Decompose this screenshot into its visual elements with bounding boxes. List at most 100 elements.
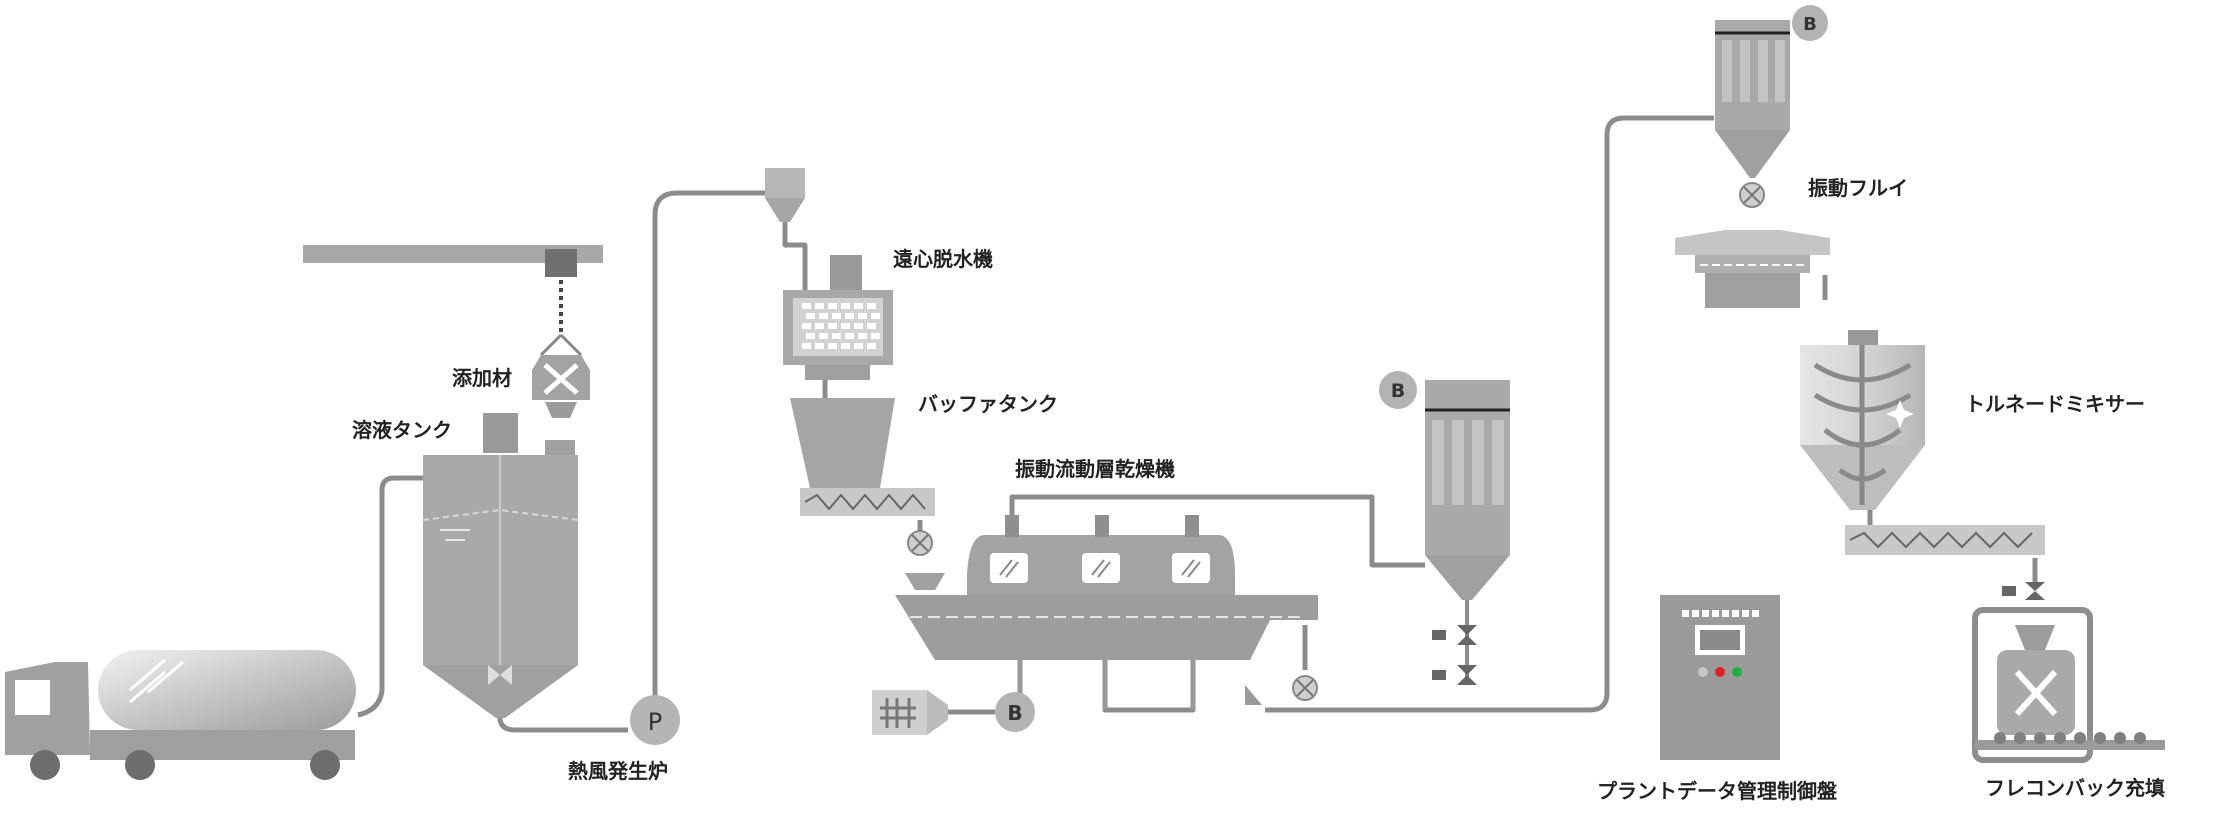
window-glare: [999, 559, 1201, 578]
label-hot-air-furnace: 熱風発生炉: [568, 759, 668, 783]
conveyor-roller: [2054, 732, 2066, 744]
roller-conveyor-rollers: [1994, 732, 2146, 744]
discharge-screw-wave: [1849, 531, 2033, 549]
basket-cell: [845, 333, 854, 339]
lamp-red: [1715, 667, 1725, 677]
dryer-exhaust-ports: [1005, 515, 1199, 537]
panel-meter: [1742, 610, 1749, 617]
centrifuge-motor: [830, 255, 862, 290]
mixer-motor: [1848, 330, 1878, 345]
label-vibrating-sieve: 振動フルイ: [1808, 176, 1908, 200]
sieve-base: [1705, 273, 1800, 308]
dryer-discharge-chute: [1245, 685, 1262, 705]
flexible-container-filling: [1972, 607, 2165, 763]
panel-meter: [1692, 610, 1699, 617]
bag-filter-1: B: [1379, 371, 1510, 685]
pipe-tank-to-furnace: [497, 690, 628, 733]
tank-stirrer: [488, 665, 512, 685]
pipe-cyclone-to-centrifuge: [782, 222, 808, 300]
truck-tank-shine: [129, 658, 184, 704]
bag-filter-2: B: [1715, 5, 1828, 208]
basket-cell: [806, 313, 815, 319]
additive-x-icon: [543, 363, 579, 395]
vibrating-sieve: [1675, 230, 1830, 308]
pipe-truck-to-tank: [357, 475, 428, 718]
basket-cell: [841, 323, 850, 329]
control-panel-body: [1660, 595, 1780, 760]
bag-filter-1-cone: [1425, 555, 1510, 600]
discharge-conveyor: [1845, 525, 2045, 600]
conveyor-roller: [2094, 732, 2106, 744]
basket-cell: [854, 303, 863, 309]
tank-cone: [423, 665, 578, 718]
tank-level-marks: [440, 529, 470, 541]
tank-motor: [483, 413, 518, 453]
buffer-tank: [790, 398, 945, 590]
basket-cell: [871, 313, 880, 319]
basket-cell: [871, 333, 880, 339]
rotary-valve-dryer: [1292, 675, 1318, 701]
dryer-bed: [895, 595, 1318, 660]
pipe-furnace-to-cyclone: [652, 190, 765, 705]
conveyor-roller: [1994, 732, 2006, 744]
bag-filter-2-cone: [1715, 130, 1790, 178]
additive-hoist: [545, 249, 577, 277]
mixer-sparkle-icon: [1886, 400, 1914, 428]
tank-dashed-level: [422, 508, 579, 521]
basket-cell: [828, 303, 837, 309]
blower-dryer-marker: B: [1007, 701, 1022, 725]
label-solution-tank: 溶液タンク: [352, 418, 452, 442]
pump-marker: P: [648, 708, 662, 736]
panel-meter: [1712, 610, 1719, 617]
blower-bf1-circle: [1379, 371, 1417, 409]
conveyor-roller: [2074, 732, 2086, 744]
truck-window: [15, 680, 50, 715]
panel-meter: [1732, 610, 1739, 617]
buffer-tank-body: [790, 398, 895, 488]
centrifuge-base: [805, 365, 870, 380]
sieve-top-cover: [1675, 230, 1830, 255]
conveyor-roller: [2034, 732, 2046, 744]
panel-meter: [1752, 610, 1759, 617]
label-control-panel: プラントデータ管理制御盤: [1597, 779, 1837, 803]
blower-bf2-marker: B: [1803, 14, 1817, 35]
lamp-gray: [1698, 667, 1708, 677]
basket-cell: [832, 313, 841, 319]
basket-cell: [867, 343, 876, 349]
bag-filter-1-bags: [1432, 420, 1504, 505]
basket-cell: [841, 343, 850, 349]
pipe-dryer-to-sieve-loop: [1265, 115, 1714, 713]
additive-rail: [303, 245, 603, 263]
air-heater-nozzle: [927, 690, 948, 735]
label-centrifuge: 遠心脱水機: [893, 247, 993, 271]
control-panel-meters: [1682, 610, 1759, 617]
panel-meter: [1682, 610, 1689, 617]
conveyor-roller: [2134, 732, 2146, 744]
basket-cell: [858, 333, 867, 339]
air-heater-body: [872, 690, 927, 735]
panel-meter: [1722, 610, 1729, 617]
label-buffer-tank: バッファタンク: [918, 392, 1058, 416]
rotary-valve-1: [907, 530, 933, 556]
dryer-sight-windows: [990, 553, 1210, 583]
truck-tank: [98, 650, 356, 730]
control-panel-screen-inner: [1700, 630, 1740, 650]
conveyor-roller: [2114, 732, 2126, 744]
basket-cell: [828, 323, 837, 329]
panel-meter: [1702, 610, 1709, 617]
mixer-spiral: [1813, 362, 1912, 482]
air-heater: B: [872, 690, 1035, 735]
blower-bf1-marker: B: [1391, 380, 1405, 402]
centrifuge-basket-grid: [802, 303, 880, 349]
basket-cell: [867, 303, 876, 309]
basket-cell: [832, 333, 841, 339]
control-panel: [1660, 595, 1780, 760]
flexible-bag-x-icon: [2014, 669, 2058, 717]
dryer-legs: [1018, 660, 1195, 710]
blower-bf2-circle: [1792, 5, 1828, 41]
basket-cell: [858, 313, 867, 319]
filling-spout: [2015, 625, 2055, 650]
bag-filter-1-valves: [1432, 625, 1477, 685]
fluid-bed-dryer: [895, 515, 1318, 710]
